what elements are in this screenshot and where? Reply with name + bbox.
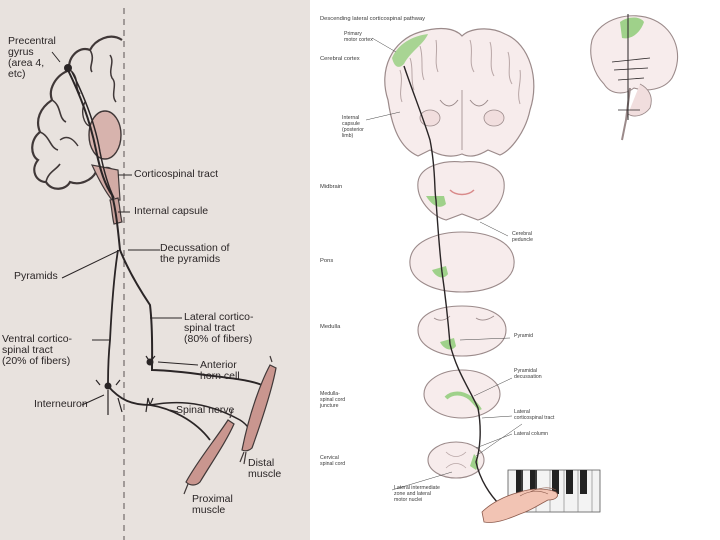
distal-muscle-shape <box>241 364 277 452</box>
label-anterior-horn-cell: Anterior horn cell <box>200 359 240 383</box>
midbrain-section <box>417 161 505 221</box>
hand-drawing <box>481 488 558 523</box>
label-distal-muscle: Distal muscle <box>248 457 282 481</box>
label-lateral-corticospinal-tract-right: Lateral corticospinal tract <box>514 409 555 421</box>
label-medulla-spinal-juncture: Medulla- spinal cord juncture <box>320 391 346 409</box>
label-primary-motor-cortex: Primary motor cortex <box>344 31 373 43</box>
label-cerebral-cortex: Cerebral cortex <box>320 56 360 62</box>
label-proximal-muscle: Proximal muscle <box>192 493 233 517</box>
precentral-gyrus-outline <box>31 35 123 190</box>
label-midbrain: Midbrain <box>320 184 343 190</box>
upper-motor-neuron-cell <box>64 64 72 72</box>
label-lateral-intermediate-zone: Lateral intermediate zone and lateral mo… <box>394 485 440 503</box>
label-cerebral-peduncle: Cerebral peduncle <box>512 231 534 243</box>
label-internal-capsule: Internal capsule <box>134 205 209 217</box>
right-pathway-diagram <box>365 14 679 523</box>
label-decussation: Decussation of the pyramids <box>160 242 230 266</box>
label-cervical-spinal-cord: Cervical spinal cord <box>320 455 346 467</box>
label-spinal-nerve: Spinal nerve <box>176 404 235 416</box>
label-precentral-gyrus: Precentral gyrus (area 4, etc) <box>8 35 56 81</box>
corticospinal-pathway-line <box>403 65 501 506</box>
label-lateral-column: Lateral column <box>514 431 549 437</box>
inset-sagittal-brain <box>590 15 679 94</box>
proximal-muscle-shape <box>185 419 235 486</box>
label-pons: Pons <box>320 258 334 264</box>
label-interneuron: Interneuron <box>34 398 88 410</box>
label-pyramids: Pyramids <box>14 270 58 282</box>
medulla-section <box>417 305 507 357</box>
left-scanned-diagram <box>0 0 310 540</box>
cervical-spinal-cord-section <box>427 441 485 479</box>
label-corticospinal-tract: Corticospinal tract <box>134 168 219 180</box>
label-pyramidal-decussation: Pyramidal decussation <box>514 368 542 380</box>
label-lateral-corticospinal-tract: Lateral cortico- spinal tract (80% of fi… <box>184 311 254 346</box>
label-ventral-corticospinal-tract: Ventral cortico- spinal tract (20% of fi… <box>2 333 73 368</box>
label-internal-capsule-right: Internal capsule (posterior limb) <box>342 115 364 139</box>
label-pathway-title: Descending lateral corticospinal pathway <box>320 16 426 22</box>
label-pyramid: Pyramid <box>514 333 534 339</box>
ventral-tract-line <box>107 249 119 386</box>
basal-ganglia-shape <box>88 110 122 160</box>
label-medulla: Medulla <box>320 324 341 330</box>
pons-section <box>409 231 515 293</box>
corticospinal-tract-line <box>67 69 206 376</box>
